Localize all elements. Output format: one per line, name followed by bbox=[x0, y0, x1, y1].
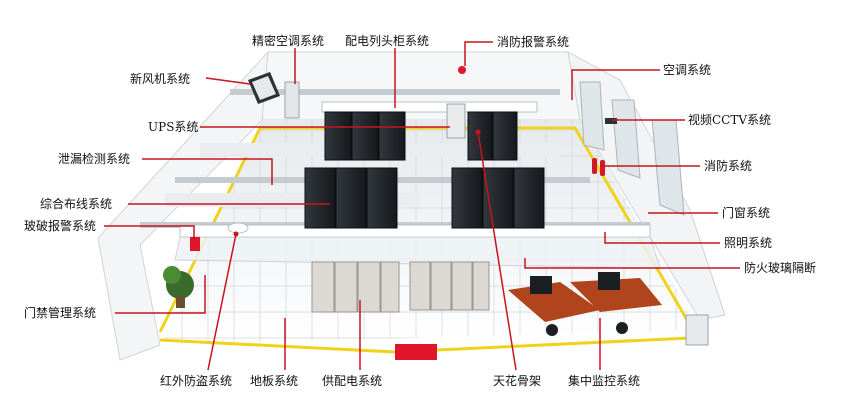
room-illustration bbox=[97, 50, 726, 361]
label-leak-detection: 泄漏检测系统 bbox=[58, 151, 130, 166]
label-infrared-security: 红外防盗系统 bbox=[160, 373, 232, 388]
leader-ac bbox=[571, 69, 660, 100]
wall-ac-unit bbox=[685, 314, 709, 346]
label-lighting: 照明系统 bbox=[724, 236, 772, 250]
cctv-camera bbox=[605, 118, 617, 124]
system-labels: 精密空调系统 配电列头柜系统 消防报警系统 新风机系统 空调系统 UPS系统 视… bbox=[24, 33, 816, 388]
label-doors-windows: 门窗系统 bbox=[722, 205, 770, 220]
leader-lighting bbox=[604, 232, 720, 244]
label-central-monitoring: 集中监控系统 bbox=[568, 373, 640, 388]
leader-leak bbox=[142, 158, 273, 185]
label-power-distribution-cabinet: 配电列头柜系统 bbox=[345, 34, 429, 48]
server-racks-back bbox=[324, 111, 518, 161]
label-fireproof-glass-partition: 防火玻璃隔断 bbox=[744, 260, 816, 275]
label-fresh-air: 新风机系统 bbox=[130, 71, 190, 86]
leader-fireproof-glass bbox=[524, 258, 740, 269]
label-raised-floor: 地板系统 bbox=[250, 374, 298, 388]
label-access-control: 门禁管理系统 bbox=[24, 305, 96, 320]
label-ceiling-frame: 天花骨架 bbox=[493, 373, 541, 388]
label-fire-alarm: 消防报警系统 bbox=[497, 34, 569, 49]
ceiling-light bbox=[227, 222, 249, 234]
leader-glass-break bbox=[104, 225, 195, 240]
label-video-cctv: 视频CCTV系统 bbox=[688, 112, 771, 127]
leader-fresh-air bbox=[205, 77, 251, 85]
potted-plant bbox=[163, 266, 194, 308]
entrance-mat bbox=[395, 344, 437, 360]
fire-alarm-device bbox=[458, 66, 466, 74]
precision-ac-unit bbox=[284, 81, 300, 119]
label-power-supply: 供配电系统 bbox=[322, 374, 382, 388]
label-fire-protection: 消防系统 bbox=[704, 158, 752, 173]
label-ups: UPS系统 bbox=[148, 120, 198, 134]
ups-cabinet bbox=[446, 103, 466, 139]
leader-infrared bbox=[207, 233, 237, 371]
label-integrated-cabling: 综合布线系统 bbox=[40, 196, 112, 211]
leader-lines bbox=[104, 41, 740, 371]
label-glass-break-alarm: 玻破报警系统 bbox=[24, 218, 96, 233]
leader-ceiling-frame bbox=[477, 131, 517, 371]
power-supply-cabinets bbox=[311, 261, 490, 313]
server-racks-front bbox=[304, 167, 545, 229]
fire-extinguishers bbox=[592, 158, 605, 176]
fresh-air-unit bbox=[248, 72, 280, 104]
glass-break-box bbox=[190, 237, 200, 251]
label-precision-ac: 精密空调系统 bbox=[252, 33, 324, 48]
monitoring-desks bbox=[508, 272, 662, 336]
leader-access-control bbox=[115, 275, 206, 314]
label-air-conditioning: 空调系统 bbox=[663, 63, 711, 77]
leader-fire-alarm bbox=[464, 41, 493, 66]
